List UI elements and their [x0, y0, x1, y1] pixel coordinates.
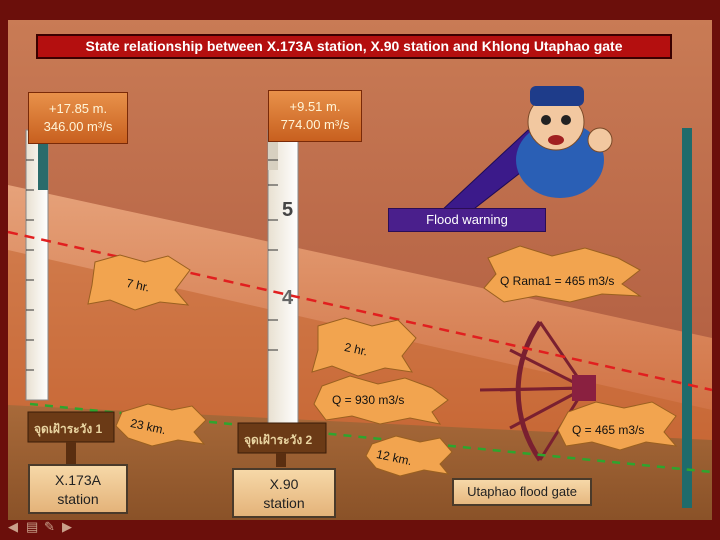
burst-2hr: [311, 317, 417, 377]
prev-slide-icon[interactable]: ◀: [8, 519, 18, 534]
sign-post-1-leg: [66, 442, 76, 466]
burst-7hr: [87, 254, 191, 311]
distance-line: [29, 402, 713, 474]
burst-23km: [115, 403, 207, 447]
station-2-name: X.90: [269, 476, 299, 492]
utaphao-gate-box: Utaphao flood gate: [452, 478, 592, 506]
gauge-pole-1-band: [38, 130, 48, 190]
station-2-subtitle: station: [263, 495, 305, 511]
station-1-level: +17.85 m.: [48, 101, 108, 116]
next-slide-icon[interactable]: ▶: [62, 519, 72, 534]
sign-post-1: [27, 411, 115, 443]
station-1-name: X.173A: [55, 472, 101, 488]
station-1-flow: 346.00 m³/s: [43, 119, 113, 134]
gauge-pole-2: [267, 129, 299, 431]
q-gate-label: Q = 465 m3/s: [572, 423, 645, 437]
gauge-pole-2-shade: [268, 130, 278, 170]
menu-icon[interactable]: ▤: [26, 519, 39, 534]
gauge-mark-five: 5: [282, 199, 293, 221]
burst-q-gate: [557, 401, 678, 451]
gate-side-pole: [682, 128, 692, 508]
station-1-stats: +17.85 m. 346.00 m³/s: [28, 92, 128, 144]
station-x90-box: X.90 station: [232, 468, 336, 518]
gate-hub: [572, 375, 596, 401]
character-icon: [516, 86, 613, 198]
flood-warning-label: Flood warning: [388, 208, 546, 232]
station-2-flow: 774.00 m³/s: [280, 117, 350, 132]
sign-1-text: จุดเฝ้าระวัง 1: [34, 422, 103, 436]
station-x173a-box: X.173A station: [28, 464, 128, 514]
sign-post-2: [237, 422, 327, 454]
gauge-pole-1-ticks: [26, 159, 34, 371]
burst-12km: [365, 435, 453, 477]
gauge-mark-four: 4: [282, 287, 294, 309]
burst-q-x90: [313, 375, 449, 425]
station-2-stats: +9.51 m. 774.00 m³/s: [268, 90, 362, 142]
pen-icon[interactable]: ✎: [44, 519, 55, 534]
station-2-level: +9.51 m.: [289, 99, 341, 114]
sign-post-2-leg: [276, 453, 286, 467]
q-rama1-label: Q Rama1 = 465 m3/s: [500, 274, 615, 288]
q-x90-label: Q = 930 m3/s: [332, 393, 405, 407]
sign-2-text: จุดเฝ้าระวัง 2: [244, 433, 313, 447]
burst-q-rama1: [483, 245, 642, 303]
slide-title: State relationship between X.173A statio…: [36, 34, 672, 59]
station-1-subtitle: station: [57, 491, 99, 507]
gauge-pole-2-ticks: [268, 159, 278, 351]
